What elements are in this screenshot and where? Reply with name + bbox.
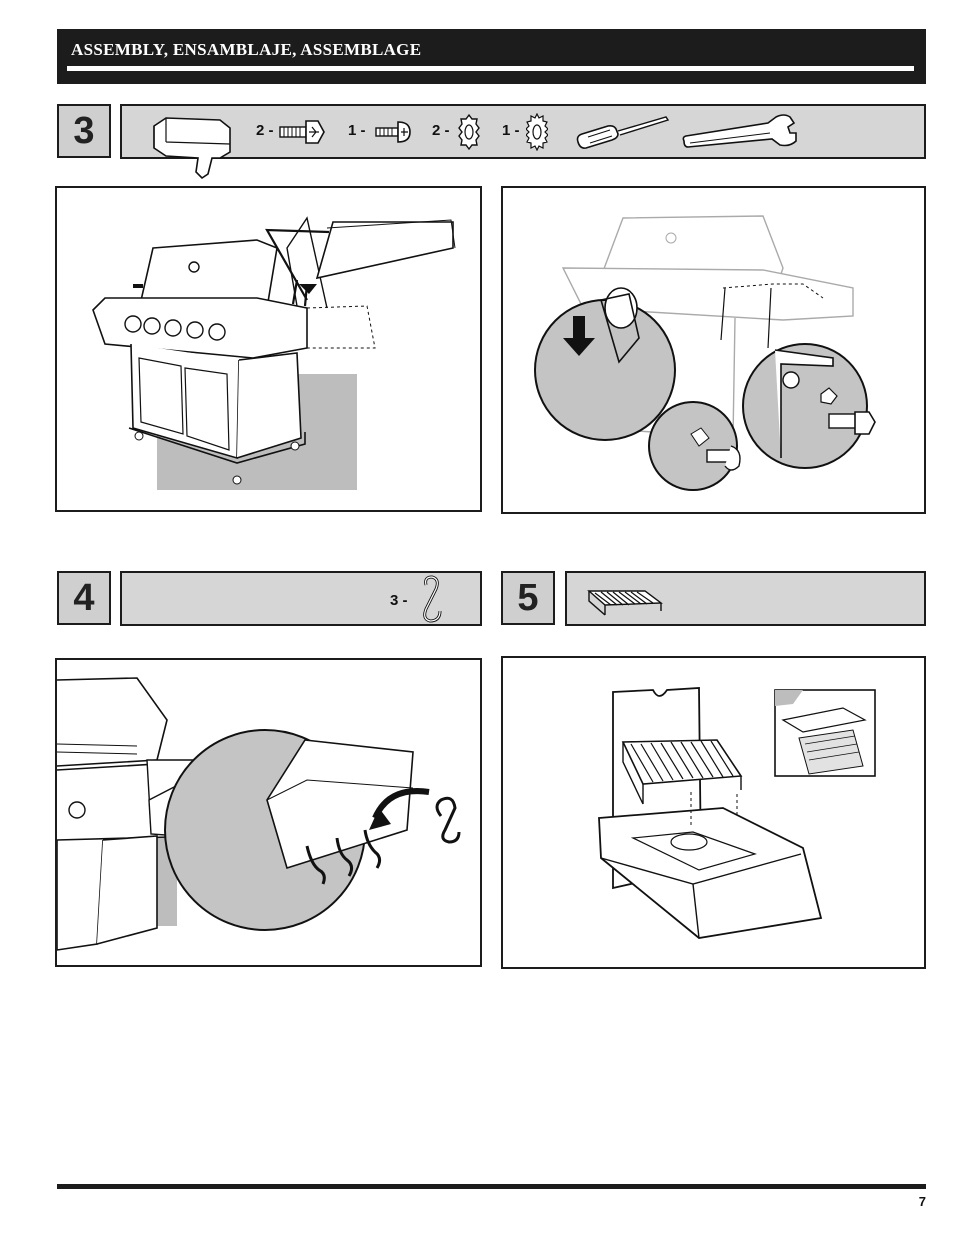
page-number: 7 bbox=[918, 1194, 926, 1209]
step-3-qty-hex-bolt: 2 - bbox=[256, 122, 274, 139]
step-3-illustration-install-cover bbox=[55, 186, 482, 512]
step-4-number: 4 bbox=[57, 571, 111, 625]
step-3-qty-screw: 1 - bbox=[348, 122, 366, 139]
star-washer-icon bbox=[526, 113, 548, 151]
cooking-grate-icon bbox=[587, 590, 664, 616]
round-head-screw-icon bbox=[375, 121, 411, 143]
step-3-illustration-fasten-cover bbox=[501, 186, 926, 514]
wrench-icon bbox=[682, 114, 797, 148]
hex-bolt-icon bbox=[279, 120, 325, 144]
step-3-qty-star-washer: 1 - bbox=[502, 122, 520, 139]
step-4-parts-bar: 3 - bbox=[120, 571, 482, 626]
step-3-parts-bar: 2 - 1 - 2 - 1 - bbox=[120, 104, 926, 180]
step-4-qty-s-hook: 3 - bbox=[390, 592, 408, 609]
step-5-number: 5 bbox=[501, 571, 555, 625]
step-4-illustration-s-hooks bbox=[55, 658, 482, 967]
side-shelf-cover-icon bbox=[153, 117, 231, 180]
footer-rule bbox=[57, 1184, 926, 1189]
step-3-number: 3 bbox=[57, 104, 111, 158]
screwdriver-icon bbox=[576, 116, 670, 149]
step-3-qty-lock-washer: 2 - bbox=[432, 122, 450, 139]
page-header: ASSEMBLY, ENSAMBLAJE, ASSEMBLAGE bbox=[57, 29, 926, 84]
s-hook-icon bbox=[423, 575, 442, 623]
header-rule bbox=[67, 66, 914, 71]
step-5-parts-bar bbox=[565, 571, 926, 626]
page-title: ASSEMBLY, ENSAMBLAJE, ASSEMBLAGE bbox=[71, 40, 422, 59]
lock-washer-icon bbox=[458, 113, 480, 151]
step-5-illustration-side-burner-grate bbox=[501, 656, 926, 969]
